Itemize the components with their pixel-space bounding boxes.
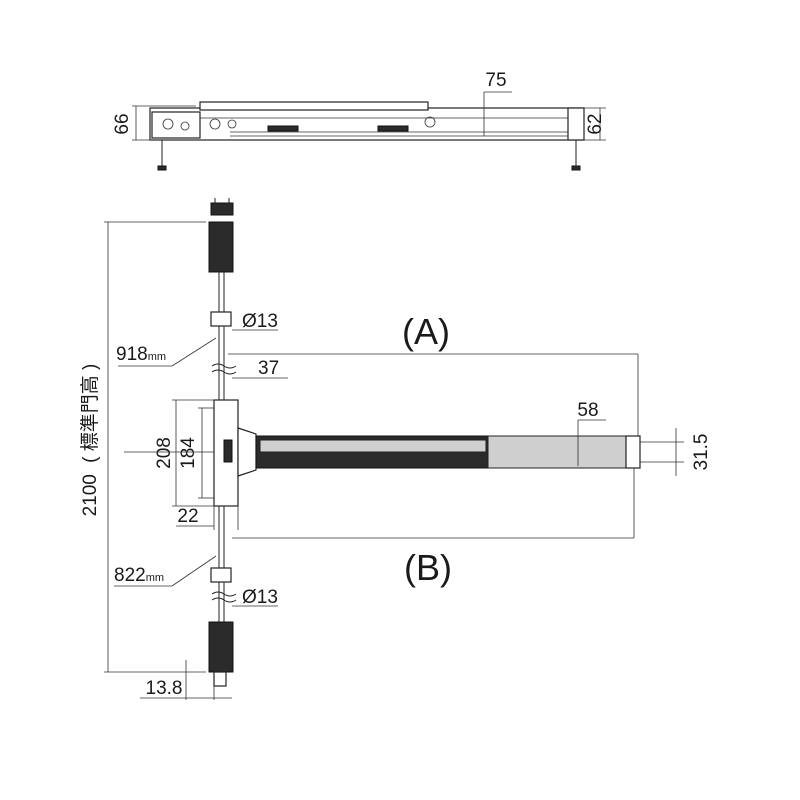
top-view-end-cap (567, 107, 585, 141)
top-view-cover (199, 101, 429, 111)
push-bar-end-cap (625, 435, 641, 469)
svg-text:822mm: 822mm (114, 565, 164, 586)
label-b: (B) (404, 547, 452, 588)
dim-918-unit: mm (148, 351, 166, 363)
top-view-left-mechanism (151, 111, 201, 139)
front-view: 2100 ( 標準門高 ) 918mm Ø13 37 (A) 208 184 (79, 198, 712, 700)
top-view-body (149, 107, 583, 141)
dim-2100-note: ( 標準門高 ) (79, 364, 101, 463)
bottom-latch-housing (208, 621, 234, 673)
dim-822-label: 822 (114, 565, 146, 586)
lower-rod-guide (210, 567, 232, 583)
svg-text:918mm: 918mm (116, 344, 166, 365)
top-latch-head (210, 202, 234, 216)
bottom-latch-bolt (213, 671, 227, 687)
dim-58-label: 58 (577, 400, 598, 421)
dim-lower-diameter-label: Ø13 (242, 587, 278, 608)
chassis-neck (237, 427, 257, 477)
dim-184-label: 184 (178, 437, 199, 469)
dim-37-label: 37 (258, 358, 279, 379)
dim-822-unit: mm (146, 572, 164, 584)
top-latch-housing (208, 221, 234, 273)
dim-918-label: 918 (116, 344, 148, 365)
dim-22-label: 22 (177, 506, 198, 527)
dim-75-label: 75 (485, 70, 506, 91)
dim-66-label: 66 (112, 113, 133, 134)
dim-62-label: 62 (585, 113, 606, 134)
top-view: 66 62 75 (112, 70, 606, 171)
push-bar-extension (487, 435, 629, 469)
dim-upper-diameter-label: Ø13 (242, 311, 278, 332)
label-a: (A) (402, 311, 450, 352)
svg-text:2100 ( 標準門高 ): 2100 ( 標準門高 ) (79, 364, 101, 517)
dim-2100-label: 2100 (80, 474, 101, 516)
dim-31-5-label: 31.5 (691, 434, 712, 471)
dim-13-8-label: 13.8 (146, 678, 183, 699)
upper-rod-guide (210, 311, 232, 327)
dim-208-label: 208 (154, 437, 175, 469)
